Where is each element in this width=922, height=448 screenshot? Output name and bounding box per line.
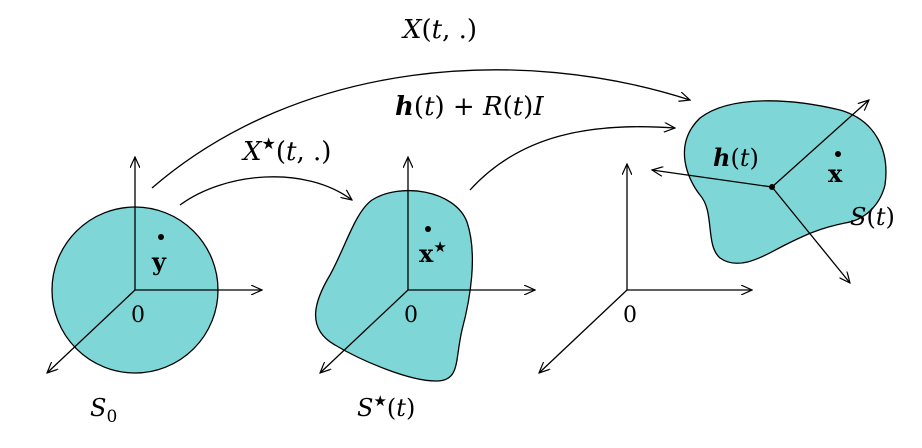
current-axis-2 bbox=[771, 100, 869, 188]
current-set-label: S(t) bbox=[850, 203, 895, 231]
normalized-point-dot bbox=[425, 226, 431, 232]
initial-set-group: y 0 S0 bbox=[47, 157, 262, 427]
reference-frame-group: 0 bbox=[539, 164, 752, 373]
affine-map-label: h(t) + R(t)I bbox=[395, 92, 544, 122]
current-center-label: h(t) bbox=[713, 143, 759, 172]
normalized-map-arrow bbox=[179, 176, 352, 206]
current-set-shape bbox=[683, 100, 887, 264]
map-arrows: X(t, .) X★(t, .) h(t) + R(t)I bbox=[151, 15, 690, 206]
current-set-group: h(t) x S(t) bbox=[652, 100, 895, 283]
normalized-axis-z bbox=[320, 289, 409, 373]
current-axis-3 bbox=[771, 186, 850, 283]
initial-set-label: S0 bbox=[90, 394, 117, 427]
normalized-set-shape bbox=[314, 189, 474, 382]
affine-map-arrow bbox=[469, 127, 675, 191]
full-map-arrow bbox=[151, 69, 690, 189]
initial-origin-label: 0 bbox=[131, 303, 145, 328]
normalized-map-label: X★(t, .) bbox=[241, 134, 331, 167]
initial-axis-z bbox=[47, 289, 136, 373]
initial-point-label: y bbox=[151, 247, 167, 276]
normalized-origin-label: 0 bbox=[404, 303, 418, 328]
reference-origin-label: 0 bbox=[623, 303, 637, 328]
current-point-label: x bbox=[828, 159, 843, 188]
current-axis-1 bbox=[652, 170, 773, 188]
full-map-label: X(t, .) bbox=[401, 15, 477, 45]
initial-point-dot bbox=[158, 234, 164, 240]
current-center-dot bbox=[769, 184, 775, 190]
reference-axis-z bbox=[539, 289, 628, 373]
normalized-set-label: S★(t) bbox=[357, 392, 415, 422]
current-point-dot bbox=[835, 151, 841, 157]
normalized-set-group: x★ 0 S★(t) bbox=[314, 157, 535, 422]
